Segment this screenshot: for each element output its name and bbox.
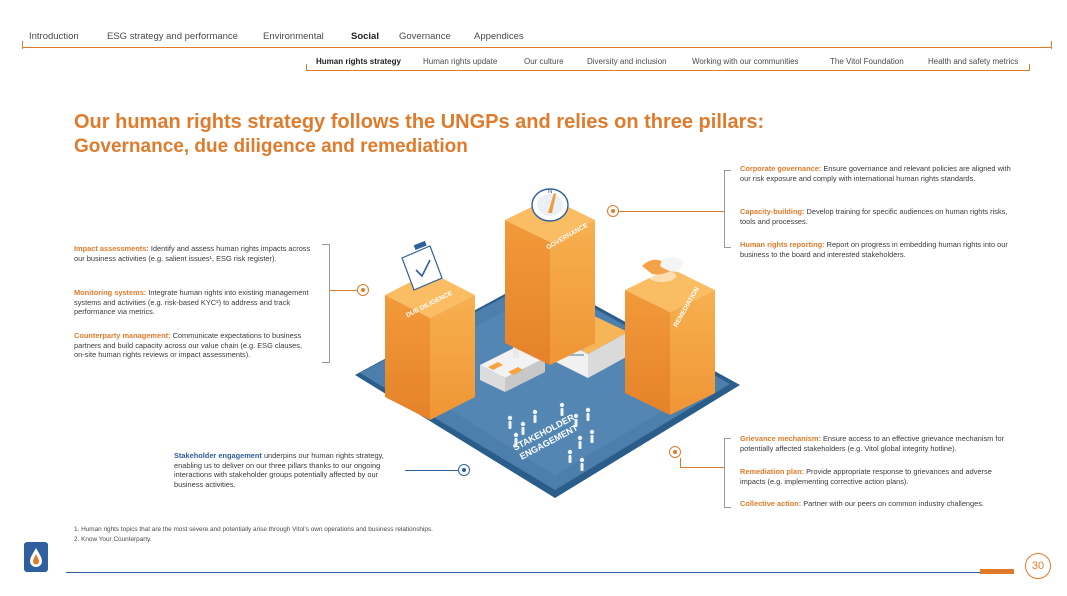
page-subtitle: Governance, due diligence and remediatio… (74, 136, 468, 157)
governance-connector (619, 211, 724, 212)
remediation-connector-h (681, 467, 724, 468)
corporate-governance-text: Corporate governance: Ensure governance … (740, 164, 1012, 183)
collective-action-text: Collective action: Partner with our peer… (740, 499, 1012, 509)
capacity-building-text: Capacity-building: Develop training for … (740, 207, 1012, 226)
subnav-item-vitol-foundation[interactable]: The Vitol Foundation (830, 57, 904, 66)
compass-icon: N (531, 188, 569, 222)
sub-navigation: Human rights strategy Human rights updat… (306, 56, 1030, 74)
corporate-governance-body: Ensure governance and relevant policies … (740, 164, 1011, 183)
stakeholder-engagement-body: underpins our human rights strategy, ena… (174, 451, 384, 489)
pillars-illustration: STAKEHOLDER ENGAGEMENT (355, 188, 740, 498)
subnav-rule-right-tick (1029, 64, 1030, 71)
nav-rule (22, 47, 1052, 48)
subnav-rule-left-tick (306, 64, 307, 71)
grievance-mechanism-body: Ensure access to an effective grievance … (740, 434, 1005, 453)
due-diligence-marker (357, 284, 369, 296)
remediation-plan-body: Provide appropriate response to grievanc… (740, 467, 992, 486)
subnav-item-human-rights-update[interactable]: Human rights update (423, 57, 498, 66)
footnote-2: 2. Know Your Counterparty. (74, 536, 152, 543)
collective-action-label: Collective action: (740, 499, 802, 508)
pillar-due-diligence: DUE DILIGENCE (385, 240, 475, 420)
grievance-mechanism-text: Grievance mechanism: Ensure access to an… (740, 434, 1012, 453)
nav-item-introduction[interactable]: Introduction (29, 31, 79, 42)
counterparty-management-text: Counterparty management: Communicate exp… (74, 331, 314, 360)
stakeholder-engagement-text: Stakeholder engagement underpins our hum… (174, 451, 400, 489)
nav-rule-right-tick (1051, 41, 1052, 49)
subnav-item-our-culture[interactable]: Our culture (524, 57, 564, 66)
footer-accent (980, 569, 1014, 574)
subnav-item-health-safety[interactable]: Health and safety metrics (928, 57, 1019, 66)
nav-item-governance[interactable]: Governance (399, 31, 451, 42)
impact-assessments-text: Impact assessments: Identify and assess … (74, 244, 314, 263)
subnav-rule (306, 70, 1030, 71)
remediation-connector-v (680, 458, 681, 468)
subnav-item-human-rights-strategy[interactable]: Human rights strategy (316, 57, 401, 66)
impact-assessments-label: Impact assessments: (74, 244, 149, 253)
governance-marker (607, 205, 619, 217)
counterparty-management-body: Communicate expectations to business par… (74, 331, 302, 360)
counterparty-management-label: Counterparty management: (74, 331, 171, 340)
clipboard-icon (401, 240, 443, 291)
remediation-marker (669, 446, 681, 458)
stakeholder-connector (405, 470, 459, 471)
page-title: Our human rights strategy follows the UN… (74, 111, 765, 133)
pillar-governance: GOVERNANCE N (505, 188, 595, 365)
governance-bracket (724, 170, 731, 248)
human-rights-reporting-body: Report on progress in embedding human ri… (740, 240, 1008, 259)
corporate-governance-label: Corporate governance: (740, 164, 822, 173)
monitoring-systems-label: Monitoring systems: (74, 288, 147, 297)
stakeholder-marker (458, 464, 470, 476)
nav-item-social[interactable]: Social (351, 31, 379, 42)
monitoring-systems-text: Monitoring systems: Integrate human righ… (74, 288, 314, 317)
compass-north-letter: N (548, 189, 552, 195)
human-rights-reporting-label: Human rights reporting: (740, 240, 825, 249)
footer-rule (66, 572, 980, 573)
impact-assessments-body: Identify and assess human rights impacts… (74, 244, 311, 263)
vitol-logo (24, 542, 48, 572)
subnav-item-communities[interactable]: Working with our communities (692, 57, 799, 66)
nav-item-appendices[interactable]: Appendices (474, 31, 524, 42)
footnote-1: 1. Human rights topics that are the most… (74, 526, 433, 533)
capacity-building-label: Capacity-building: (740, 207, 805, 216)
monitoring-systems-body: Integrate human rights into existing man… (74, 288, 309, 317)
nav-item-esg-strategy[interactable]: ESG strategy and performance (107, 31, 238, 42)
collective-action-body: Partner with our peers on common industr… (801, 499, 985, 508)
people-icons (507, 402, 595, 471)
remediation-bracket (724, 438, 731, 508)
due-diligence-bracket (322, 244, 330, 363)
capacity-building-body: Develop training for specific audiences … (740, 207, 1008, 226)
nav-rule-left-tick (22, 41, 23, 49)
subnav-item-diversity-inclusion[interactable]: Diversity and inclusion (587, 57, 667, 66)
human-rights-reporting-text: Human rights reporting: Report on progre… (740, 240, 1012, 259)
nav-item-environmental[interactable]: Environmental (263, 31, 324, 42)
pillar-remediation: REMEDIATION (625, 257, 715, 415)
grievance-mechanism-label: Grievance mechanism: (740, 434, 821, 443)
remediation-plan-label: Remediation plan: (740, 467, 805, 476)
page-number: 30 (1025, 553, 1051, 579)
stakeholder-engagement-label: Stakeholder engagement (174, 451, 262, 460)
main-navigation: Introduction ESG strategy and performanc… (22, 29, 1052, 49)
due-diligence-connector (330, 290, 358, 291)
handshake-icon (642, 257, 684, 282)
remediation-plan-text: Remediation plan: Provide appropriate re… (740, 467, 1012, 486)
